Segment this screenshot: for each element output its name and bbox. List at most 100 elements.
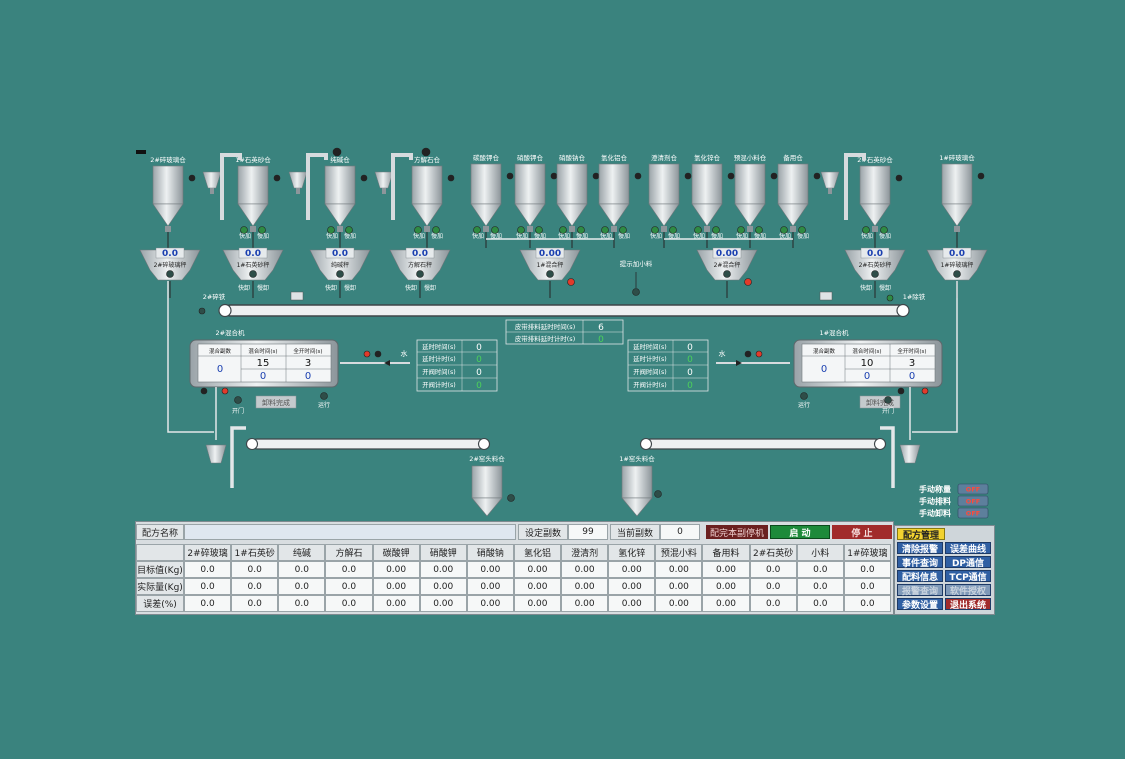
table-cell[interactable]: 0.0 — [184, 561, 232, 578]
table-cell[interactable]: 0.00 — [702, 561, 750, 578]
table-cell[interactable]: 0.0 — [325, 561, 373, 578]
table-cell[interactable]: 0.00 — [655, 561, 703, 578]
slow-feed-lamp — [798, 226, 806, 234]
mixer-count-value: 0 — [821, 364, 827, 375]
table-cell: 0.0 — [231, 595, 279, 612]
timer-label: 延时时间(s) — [422, 342, 455, 351]
fast-feed-lamp — [559, 226, 567, 234]
scale-status-lamp — [953, 270, 961, 278]
weighing-scale: 0.01#石英砂秤 — [222, 247, 284, 298]
kiln-head-bin — [471, 465, 503, 517]
air-pipe — [844, 153, 866, 220]
slow-feed-lamp — [491, 226, 499, 234]
run-lamp — [800, 392, 808, 400]
recipe-panel: 配方名称 设定副数 99 当前副数 0 配完本副停机 启 动 停 止 2#碎玻璃… — [135, 521, 894, 615]
table-cell[interactable]: 0.0 — [796, 561, 844, 578]
table-cell: 0.0 — [184, 578, 232, 595]
weighing-scale: 0.00 1#混合秤 — [519, 247, 581, 298]
timer-label: 延时计时(s) — [633, 354, 666, 363]
kiln-bin-lamp — [507, 494, 515, 502]
mixer-col-label: 混合时间(s) — [852, 347, 881, 355]
slow-feed-lamp — [535, 226, 543, 234]
current-count-value: 0 — [660, 524, 700, 540]
silo-label: 2#石英砂仓 — [857, 155, 893, 164]
table-cell[interactable]: 0.0 — [231, 561, 279, 578]
alarm-query-button[interactable]: 报警查询 — [897, 584, 943, 597]
manual-toggle-state[interactable]: OFF — [966, 498, 980, 506]
exit-system-button[interactable]: 退出系统 — [945, 598, 991, 611]
slow-feed-lamp — [619, 226, 627, 234]
table-cell[interactable]: 0.0 — [749, 561, 797, 578]
scale-label: 1#混合秤 — [537, 261, 564, 269]
table-cell[interactable]: 0.0 — [278, 561, 326, 578]
clear-alarm-button[interactable]: 清除报警 — [897, 542, 943, 555]
water-arrow — [384, 360, 390, 366]
silo: 碳酸钾仓 — [470, 153, 502, 248]
stop-after-batch-button[interactable]: 配完本副停机 — [706, 525, 768, 539]
stop-button[interactable]: 停 止 — [832, 525, 892, 539]
kiln-conveyor — [639, 437, 887, 451]
column-header: 1#石英砂 — [231, 544, 279, 561]
mixer-time-set: 15 — [257, 358, 270, 369]
table-cell[interactable]: 0.00 — [608, 561, 656, 578]
scale-value: 0.00 — [539, 249, 561, 259]
door-lamp — [884, 396, 892, 404]
silo: 硝酸钠仓 — [556, 153, 588, 248]
event-query-button[interactable]: 事件查询 — [897, 556, 943, 569]
dust-filter — [820, 171, 840, 194]
silo-level-lamp — [273, 174, 281, 182]
manual-toggle-state[interactable]: OFF — [966, 486, 980, 494]
silo: 澄清剂仓 — [648, 153, 680, 248]
belt-delay-time-value: 6 — [598, 323, 604, 333]
table-cell[interactable]: 0.00 — [561, 561, 609, 578]
table-cell: 0.0 — [843, 595, 891, 612]
door-lamp — [234, 396, 242, 404]
row-label: 实际量(Kg) — [136, 578, 184, 595]
silo-level-lamp — [592, 172, 600, 180]
recipe-name-field[interactable] — [184, 524, 516, 540]
silo-level-lamp — [634, 172, 642, 180]
parameter-settings-button[interactable]: 参数设置 — [897, 598, 943, 611]
table-cell[interactable]: 0.00 — [513, 561, 562, 578]
scale-status-lamp — [416, 270, 424, 278]
silo-label: 备用仓 — [783, 153, 803, 162]
fast-feed-tag: 快加 — [326, 232, 338, 240]
timer-label: 开阀时间(s) — [633, 367, 666, 376]
fast-unload-tag: 快卸 — [238, 284, 250, 292]
table-cell: 0.0 — [184, 595, 232, 612]
silo-level-lamp — [447, 174, 455, 182]
set-count-value[interactable]: 99 — [568, 524, 608, 540]
software-license-button[interactable]: 软件授权 — [945, 584, 991, 597]
tcp-communication-button[interactable]: TCP通信 — [945, 570, 991, 583]
table-cell: 0.00 — [561, 578, 609, 595]
error-curve-button[interactable]: 误差曲线 — [945, 542, 991, 555]
run-lamp — [320, 392, 328, 400]
fast-feed-lamp — [651, 226, 659, 234]
door-label: 开门 — [882, 407, 894, 415]
silo-label: 方解石仓 — [414, 155, 441, 164]
manual-toggle-state[interactable]: OFF — [966, 510, 980, 518]
slow-unload-tag: 慢卸 — [344, 284, 356, 292]
column-header: 澄清剂 — [561, 544, 609, 561]
table-cell[interactable]: 0.00 — [419, 561, 467, 578]
recipe-info-button[interactable]: 配料信息 — [897, 570, 943, 583]
silo-label: 碳酸钾仓 — [473, 153, 500, 162]
start-button[interactable]: 启 动 — [770, 525, 830, 539]
table-cell[interactable]: 0.0 — [843, 561, 891, 578]
mixer-full-open-actual: 0 — [305, 371, 311, 382]
silo-label: 硝酸钾仓 — [517, 153, 544, 162]
scale-value: 0.0 — [332, 249, 348, 259]
manual-toggle[interactable] — [957, 507, 989, 519]
table-cell[interactable]: 0.00 — [372, 561, 420, 578]
manual-toggle[interactable] — [957, 483, 989, 495]
slow-feed-tag: 慢加 — [879, 232, 891, 240]
table-cell[interactable]: 0.00 — [466, 561, 514, 578]
silo-label: 2#碎玻璃仓 — [150, 155, 186, 164]
recipe-management-button[interactable]: 配方管理 — [897, 528, 945, 541]
mixer-lamp — [921, 387, 929, 395]
dp-communication-button[interactable]: DP通信 — [945, 556, 991, 569]
left-iron-separator-label: 2#碎铁 — [203, 292, 226, 301]
table-cell: 0.0 — [796, 595, 844, 612]
silo: 2#石英砂仓 — [857, 155, 893, 248]
manual-toggle[interactable] — [957, 495, 989, 507]
